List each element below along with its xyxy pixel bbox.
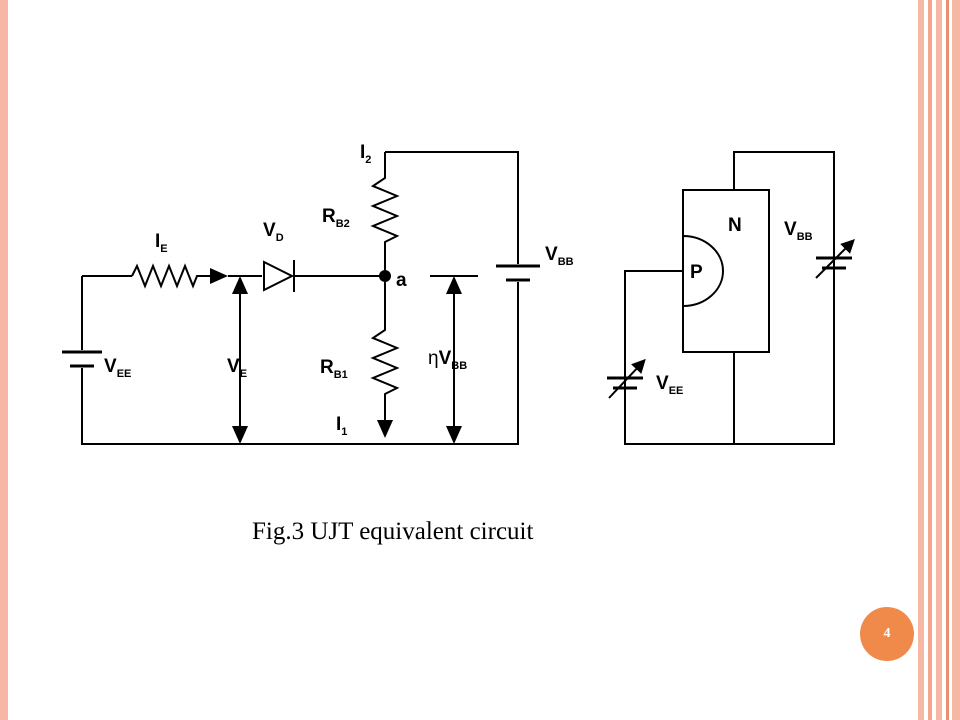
figure-caption: Fig.3 UJT equivalent circuit (252, 518, 534, 545)
slide-frame-right (918, 0, 960, 720)
eta-vbb-label: ηVBB (428, 348, 467, 372)
ve-label: VE (227, 356, 247, 380)
i1-current-arrow (377, 420, 393, 438)
eta-vbb-voltage-arrow (430, 275, 478, 444)
vbb-battery-left (496, 264, 540, 282)
vbb-variable-battery (815, 239, 855, 279)
right-circuit: N P VBB VEE (607, 151, 855, 445)
ie-label: IE (155, 231, 168, 255)
vbb-label-left: VBB (545, 244, 574, 268)
wire (385, 151, 519, 264)
wire (733, 151, 835, 445)
slide-frame-left (0, 0, 8, 720)
vd-label: VD (263, 220, 284, 244)
vee-label-left: VEE (104, 356, 131, 380)
wire (81, 282, 519, 445)
emitter-current-arrow (210, 268, 228, 284)
left-circuit: VEE IE VD VE RB2 RB1 I2 I1 a VBB ηVBB (62, 142, 574, 445)
node-a-label: a (396, 270, 407, 291)
i2-label: I2 (360, 142, 371, 166)
ve-voltage-arrow (232, 276, 248, 444)
rb1-resistor (370, 276, 400, 420)
rb1-label: RB1 (320, 357, 348, 381)
vee-variable-battery (607, 358, 646, 399)
p-type-region (682, 234, 724, 308)
p-region-label: P (690, 262, 703, 283)
emitter-resistor (131, 263, 210, 289)
vee-label-right: VEE (656, 373, 683, 397)
rb2-resistor (370, 170, 400, 276)
vee-battery-left (62, 350, 102, 368)
diode-vd (263, 260, 295, 292)
page-number-badge: 4 (860, 607, 914, 661)
vbb-label-right: VBB (784, 219, 813, 243)
rb2-label: RB2 (322, 206, 350, 230)
n-region-label: N (728, 215, 742, 236)
wire (624, 270, 734, 445)
i1-label: I1 (336, 414, 347, 438)
